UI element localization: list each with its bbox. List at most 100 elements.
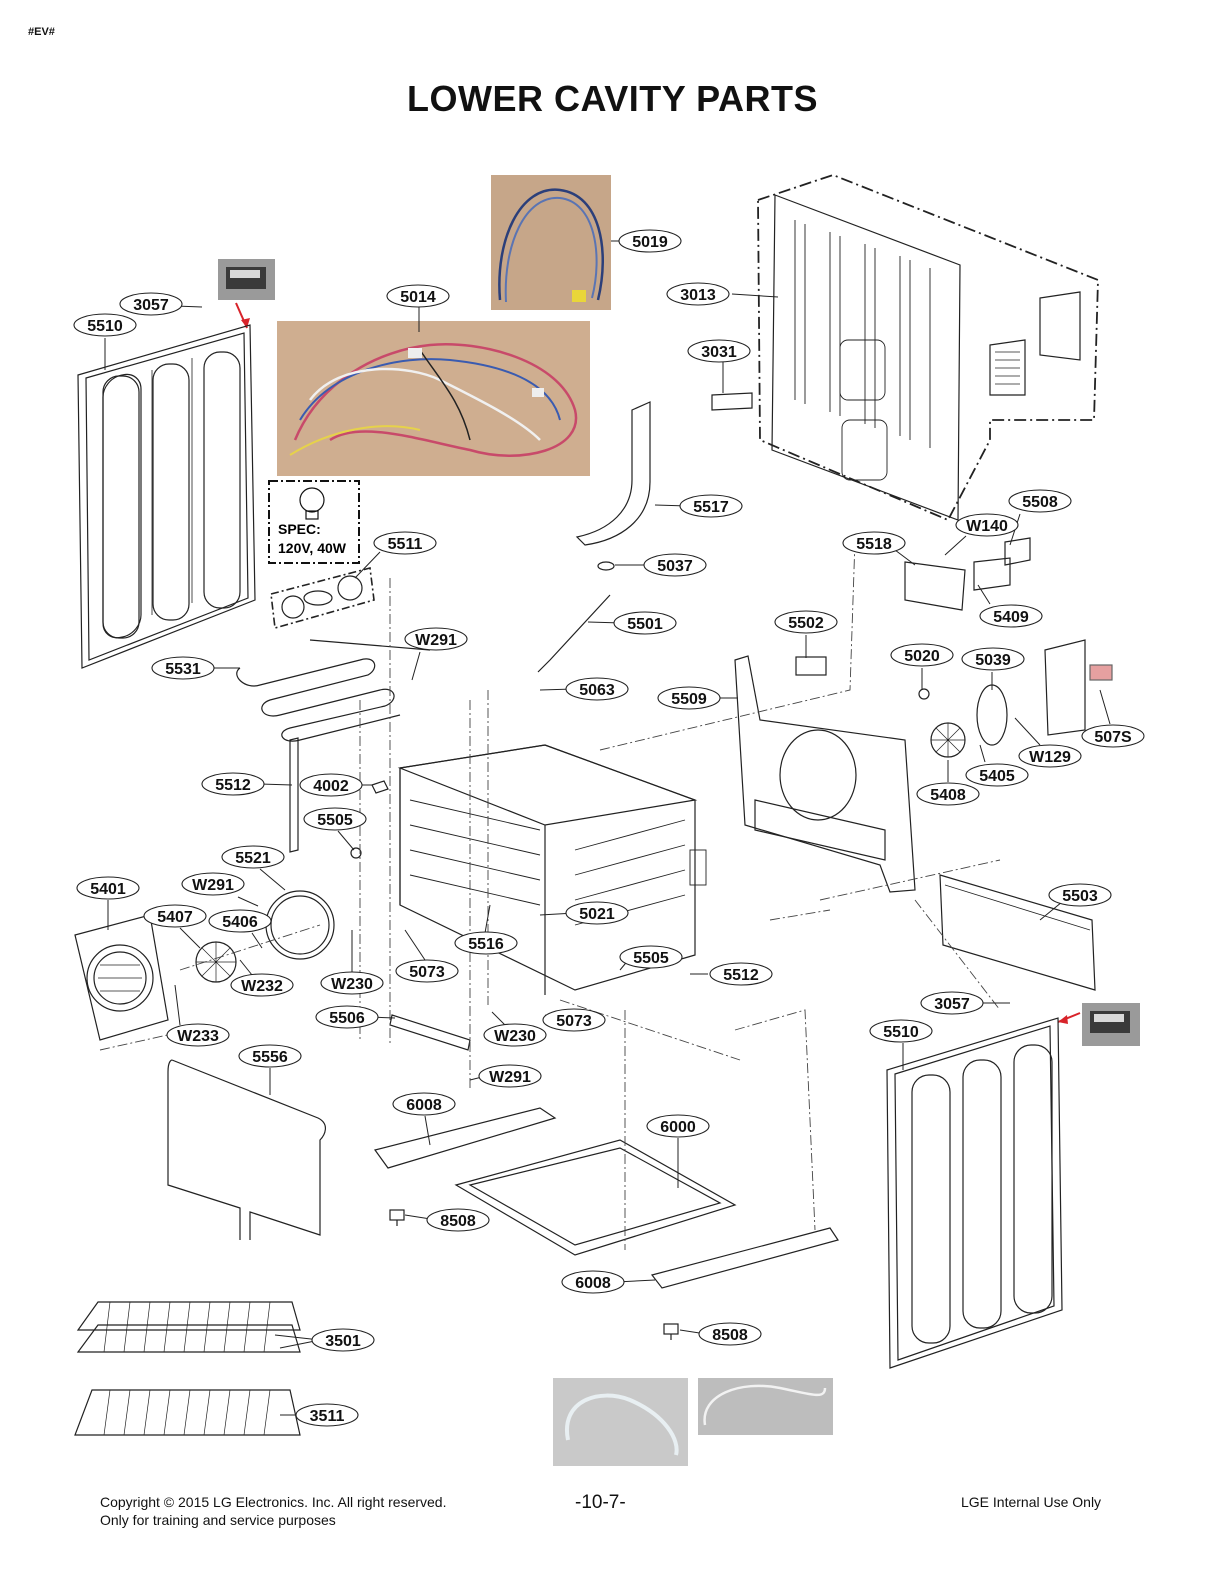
part-label: 5021: [565, 901, 629, 925]
part-number-text: 6008: [406, 1097, 442, 1114]
part-label: W232: [230, 973, 294, 997]
part-number-text: 507S: [1094, 729, 1132, 746]
part-label: 5501: [613, 611, 677, 635]
part-label: 507S: [1081, 724, 1145, 748]
part-label: 5502: [774, 610, 838, 634]
part-number-text: 5510: [883, 1024, 919, 1041]
part-number-text: 5531: [165, 661, 201, 678]
part-number-text: 5517: [693, 499, 729, 516]
part-label: 8508: [698, 1322, 762, 1346]
door-switch-photo: [218, 259, 275, 300]
part-label: 5014: [386, 284, 450, 308]
part-number-text: 5508: [1022, 494, 1058, 511]
part-number-text: 5518: [856, 536, 892, 553]
part-number-text: W129: [1029, 749, 1071, 766]
part-label: 5516: [454, 931, 518, 955]
gasket-photo-left: [553, 1378, 688, 1466]
part-label: 5405: [965, 763, 1029, 787]
part-number-text: W232: [241, 978, 283, 995]
gasket-photo-right: [698, 1378, 833, 1435]
part-label: 8508: [426, 1208, 490, 1232]
page-number: -10-7-: [575, 1492, 626, 1513]
part-number-text: 3031: [701, 344, 737, 361]
part-label: 3013: [666, 282, 730, 306]
part-number-text: 5037: [657, 558, 693, 575]
part-label: 5409: [979, 604, 1043, 628]
part-number-text: 3501: [325, 1333, 361, 1350]
part-label: 5019: [618, 229, 682, 253]
part-label: W129: [1018, 744, 1082, 768]
part-number-text: 5510: [87, 318, 123, 335]
part-number-text: 5073: [556, 1013, 592, 1030]
part-label: 5039: [961, 647, 1025, 671]
part-number-text: W291: [489, 1069, 531, 1086]
part-label: 6000: [646, 1114, 710, 1138]
part-label: 5073: [542, 1008, 606, 1032]
part-label: 5512: [709, 962, 773, 986]
part-number-text: 5014: [400, 289, 436, 306]
part-number-text: 5405: [979, 768, 1015, 785]
part-label: 5521: [221, 845, 285, 869]
part-label: W291: [404, 627, 468, 651]
part-label: 5037: [643, 553, 707, 577]
footer-internal: LGE Internal Use Only: [961, 1494, 1102, 1510]
part-number-text: 5502: [788, 615, 824, 632]
part-number-text: 5509: [671, 691, 707, 708]
part-number-text: 5406: [222, 914, 258, 931]
spec-label: SPEC:: [278, 521, 321, 537]
part-label: W291: [181, 872, 245, 896]
part-number-text: 5505: [633, 950, 669, 967]
part-number-text: 5556: [252, 1049, 288, 1066]
part-number-text: W140: [966, 518, 1008, 535]
part-label: 5505: [619, 945, 683, 969]
part-label: 5408: [916, 782, 980, 806]
part-number-text: W291: [415, 632, 457, 649]
part-number-text: 5505: [317, 812, 353, 829]
part-number-text: 3511: [310, 1408, 345, 1425]
part-label: 5407: [143, 904, 207, 928]
assembly-guides: [99, 539, 1001, 1250]
part-number-text: 8508: [712, 1327, 748, 1344]
part-label: W140: [955, 513, 1019, 537]
part-number-text: 3013: [680, 287, 716, 304]
line-art: [74, 174, 1113, 1436]
part-label: 5505: [303, 807, 367, 831]
part-label: 3031: [687, 339, 751, 363]
part-number-text: 5408: [930, 787, 966, 804]
part-number-text: 5516: [468, 936, 504, 953]
part-label: 5073: [395, 959, 459, 983]
footer-copyright: Copyright © 2015 LG Electronics. Inc. Al…: [100, 1494, 447, 1510]
part-number-text: 5073: [409, 964, 445, 981]
page-title: LOWER CAVITY PARTS: [406, 78, 818, 119]
part-label: 5531: [151, 656, 215, 680]
part-number-text: 5409: [993, 609, 1029, 626]
part-label: 5518: [842, 531, 906, 555]
part-label: 5506: [315, 1005, 379, 1029]
part-label: 3501: [311, 1328, 375, 1352]
part-label: 5510: [73, 313, 137, 337]
part-number-text: 4002: [313, 778, 349, 795]
arrowhead-icon: [1058, 1015, 1068, 1024]
part-label: 5556: [238, 1044, 302, 1068]
part-label: 5503: [1048, 883, 1112, 907]
part-label: 6008: [392, 1092, 456, 1116]
part-label: W291: [478, 1064, 542, 1088]
part-label: 5511: [373, 531, 437, 555]
part-number-text: 5512: [723, 967, 759, 984]
part-number-text: 5021: [579, 906, 615, 923]
part-number-text: 3057: [934, 996, 970, 1013]
part-number-text: W230: [494, 1028, 536, 1045]
lamp-spec-box: [268, 480, 360, 564]
part-label: 5517: [679, 494, 743, 518]
part-label: 6008: [561, 1270, 625, 1294]
part-number-text: 5511: [388, 536, 423, 553]
part-label: 5406: [208, 909, 272, 933]
part-label: W230: [483, 1023, 547, 1047]
part-number-text: 5501: [627, 616, 663, 633]
part-number-text: 5063: [579, 682, 615, 699]
part-label: 3057: [119, 292, 183, 316]
part-number-text: W233: [177, 1028, 219, 1045]
part-label: 5020: [890, 643, 954, 667]
